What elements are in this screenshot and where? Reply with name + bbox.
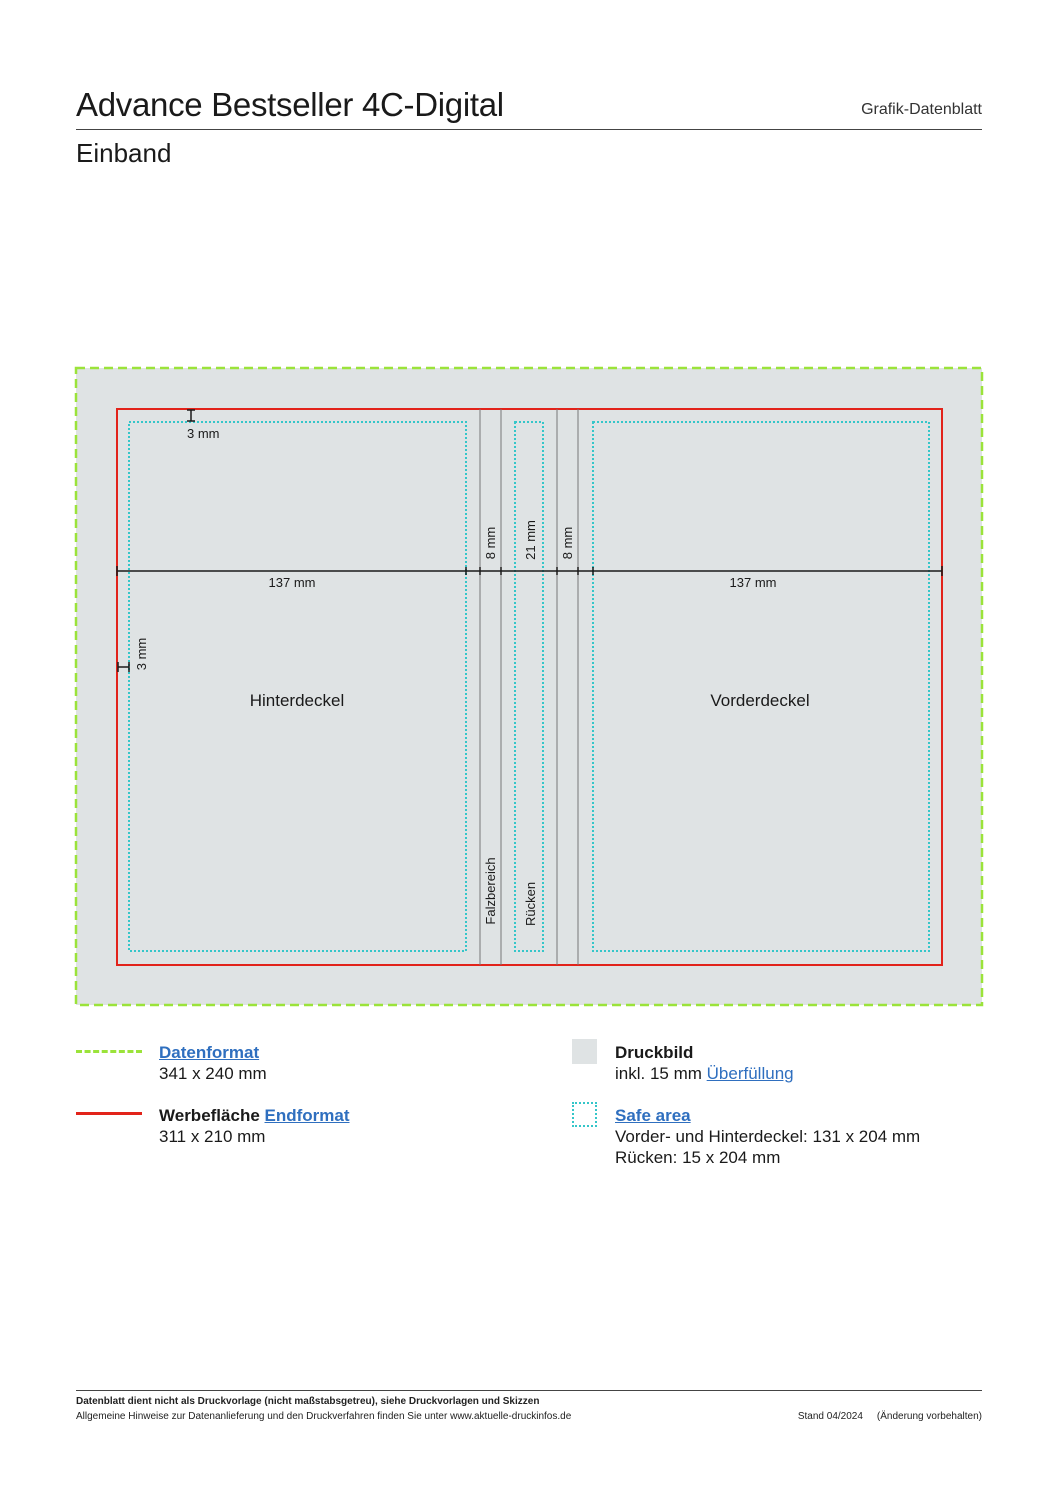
left-margin-label: 3 mm — [134, 638, 149, 671]
end-format-swatch — [76, 1112, 142, 1115]
safe-area-swatch — [572, 1102, 597, 1127]
legend-data-format: Datenformat 341 x 240 mm — [159, 1042, 267, 1084]
header-divider — [76, 129, 982, 130]
data-format-link[interactable]: Datenformat — [159, 1043, 260, 1062]
page-subtitle: Einband — [76, 138, 172, 168]
spine-label: Rücken — [523, 882, 538, 926]
hinge-left-label: 8 mm — [483, 527, 498, 560]
print-image-prefix: inkl. 15 mm — [615, 1064, 702, 1083]
print-image-title: Druckbild — [615, 1043, 694, 1062]
back-width-label: 137 mm — [269, 575, 316, 590]
page-title: Advance Bestseller 4C-Digital — [76, 86, 504, 123]
overfill-link[interactable]: Überfüllung — [706, 1064, 794, 1083]
safe-area-covers: Vorder- und Hinterdeckel: 131 x 204 mm — [615, 1127, 921, 1146]
print-image-swatch — [572, 1039, 597, 1064]
width-dimension-line — [116, 566, 943, 576]
legend-end-format: Werbefläche Endformat 311 x 210 mm — [159, 1105, 350, 1147]
footer-disclaimer: Datenblatt dient nicht als Druckvorlage … — [76, 1396, 540, 1407]
footer-status: Stand 04/2024 (Änderung vorbehalten) — [798, 1411, 982, 1422]
safe-area-back-cover — [128, 421, 467, 952]
footer-stand: Stand 04/2024 — [797, 1411, 863, 1422]
footer-divider — [76, 1390, 982, 1391]
safe-area-front-cover — [592, 421, 930, 952]
legend-safe-area: Safe area Vorder- und Hinterdeckel: 131 … — [615, 1105, 920, 1168]
footer-change-note: (Änderung vorbehalten) — [876, 1411, 982, 1422]
top-margin-label: 3 mm — [187, 426, 220, 441]
back-cover-label: Hinterdeckel — [250, 691, 345, 710]
footer-note: Allgemeine Hinweise zur Datenanlieferung… — [76, 1411, 572, 1422]
front-cover-label: Vorderdeckel — [710, 691, 809, 710]
end-format-outline — [116, 408, 943, 966]
document-type: Grafik-Datenblatt — [861, 101, 982, 118]
end-format-link[interactable]: Endformat — [264, 1106, 350, 1125]
hinge-right-label: 8 mm — [560, 527, 575, 560]
data-format-size: 341 x 240 mm — [159, 1064, 267, 1083]
spine-width-label: 21 mm — [523, 520, 538, 560]
legend-print-image: Druckbild inkl. 15 mm Überfüllung — [615, 1042, 794, 1084]
top-margin-marker — [187, 409, 195, 422]
fold-area-label: Falzbereich — [483, 857, 498, 924]
front-width-label: 137 mm — [730, 575, 777, 590]
end-format-prefix: Werbefläche — [159, 1106, 260, 1125]
data-format-area — [74, 366, 984, 1007]
end-format-size: 311 x 210 mm — [159, 1127, 266, 1146]
data-format-swatch — [76, 1050, 142, 1053]
safe-area-spine — [514, 421, 544, 952]
safe-area-spine-size: Rücken: 15 x 204 mm — [615, 1148, 781, 1167]
left-margin-marker — [117, 662, 130, 672]
safe-area-link[interactable]: Safe area — [615, 1106, 691, 1125]
